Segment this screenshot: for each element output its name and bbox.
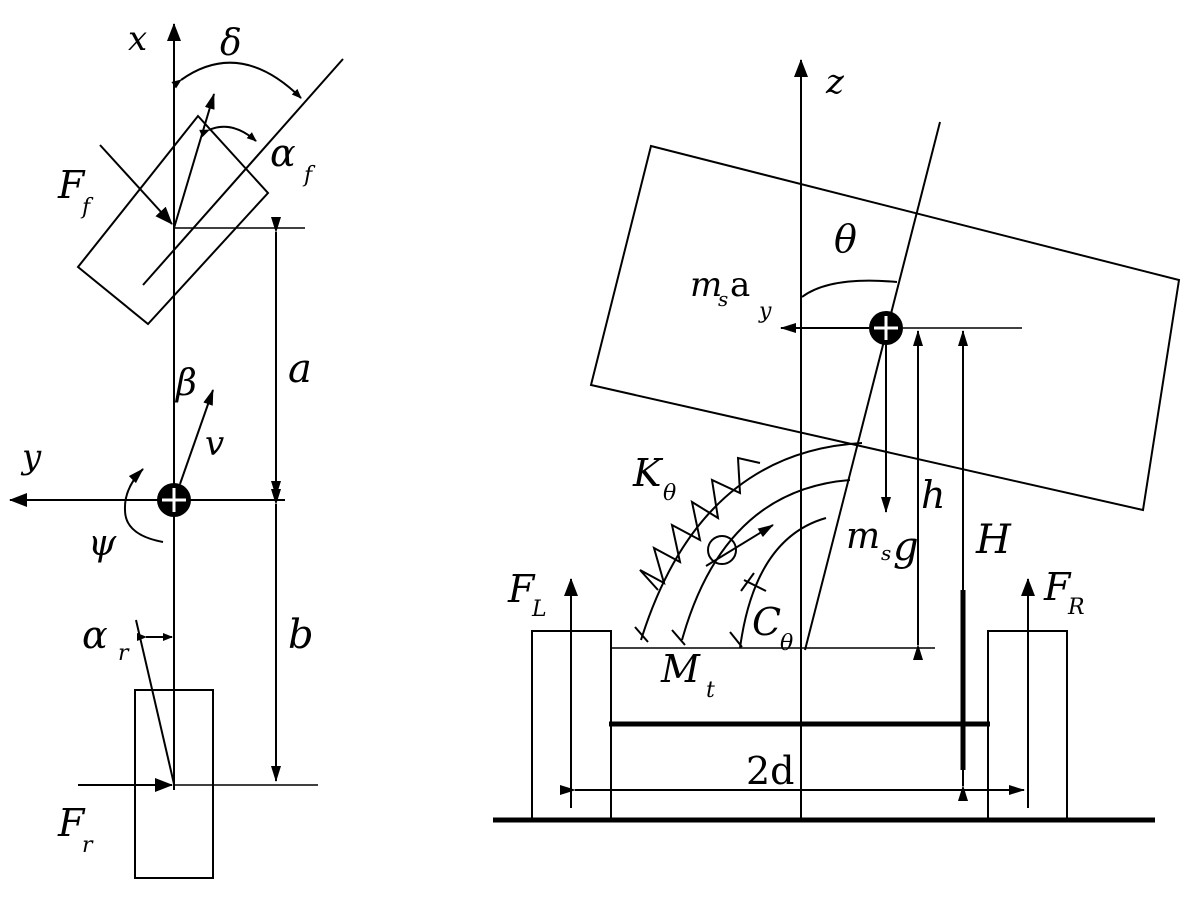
lateral-force-m: m [690,265,722,305]
front-force-label: F [57,163,86,207]
steer-angle-arc [171,61,302,99]
dimension-H-label: H [975,517,1012,563]
damper-arc-innermost [739,517,827,649]
sprung-mass-body [589,144,1181,512]
roll-axis-line [804,121,941,651]
velocity-vector [179,389,214,485]
roll-angle-label: θ [834,217,857,261]
lateral-force-a: a [730,265,750,305]
damping-label: C [752,600,781,644]
right-force-label: F [1043,565,1072,609]
x-axis-label: x [128,19,147,59]
bicycle-model: x y δ α f F f β v ψ a b [9,19,344,879]
y-axis-label: y [20,437,42,477]
sideslip-label: β [174,363,197,404]
damper-symbol [740,572,767,592]
dimension-a-label: a [288,346,312,392]
yaw-rate-arc [123,468,164,543]
rear-force-subscript: r [82,833,94,858]
left-force-subscript: L [531,597,547,622]
weight-g: g [893,524,919,570]
dimension-b-label: b [288,612,314,658]
stiffness-subscript: θ [663,481,676,506]
front-slip-arc [199,125,257,142]
rear-velocity-line [135,619,175,785]
rotary-joint [707,535,737,565]
moment-label: M [660,647,701,691]
weight-m: m [846,516,880,557]
roll-angle-arc [801,279,898,298]
left-force-label: F [507,567,536,611]
cg-marker-right [869,311,903,345]
moment-subscript: t [706,678,715,703]
right-force-subscript: R [1067,595,1085,620]
rotation-arrow [705,524,774,567]
track-width-label: 2d [746,749,795,793]
z-axis-label: z [825,62,845,102]
damper-arc-inner [681,479,851,641]
weight-s: s [881,541,891,565]
dimension-h-label: h [921,473,945,517]
stiffness-label: K [632,451,664,495]
roll-spring [639,456,761,591]
velocity-label: v [205,424,224,464]
front-wheel-heading-line [142,58,344,286]
front-force-subscript: f [80,195,94,220]
front-wheel [76,114,270,326]
steer-angle-label: δ [220,23,242,64]
front-velocity-vector [173,93,215,229]
arc-tick-marks [634,626,743,648]
lateral-force-y: y [758,299,772,324]
rear-slip-subscript: r [118,641,130,666]
rear-slip-label: α [82,613,108,657]
front-slip-label: α [270,131,296,175]
lateral-force-s: s [718,287,728,311]
rear-force-label: F [57,801,86,845]
damping-subscript: θ [780,631,793,656]
front-slip-subscript: f [302,163,316,188]
front-force-arrow [99,144,173,225]
yaw-label: ψ [88,523,117,564]
spring-outer-arc [640,442,863,641]
roll-model: z θ m s a y m s g K θ [493,59,1181,823]
cg-marker-left [157,483,191,517]
